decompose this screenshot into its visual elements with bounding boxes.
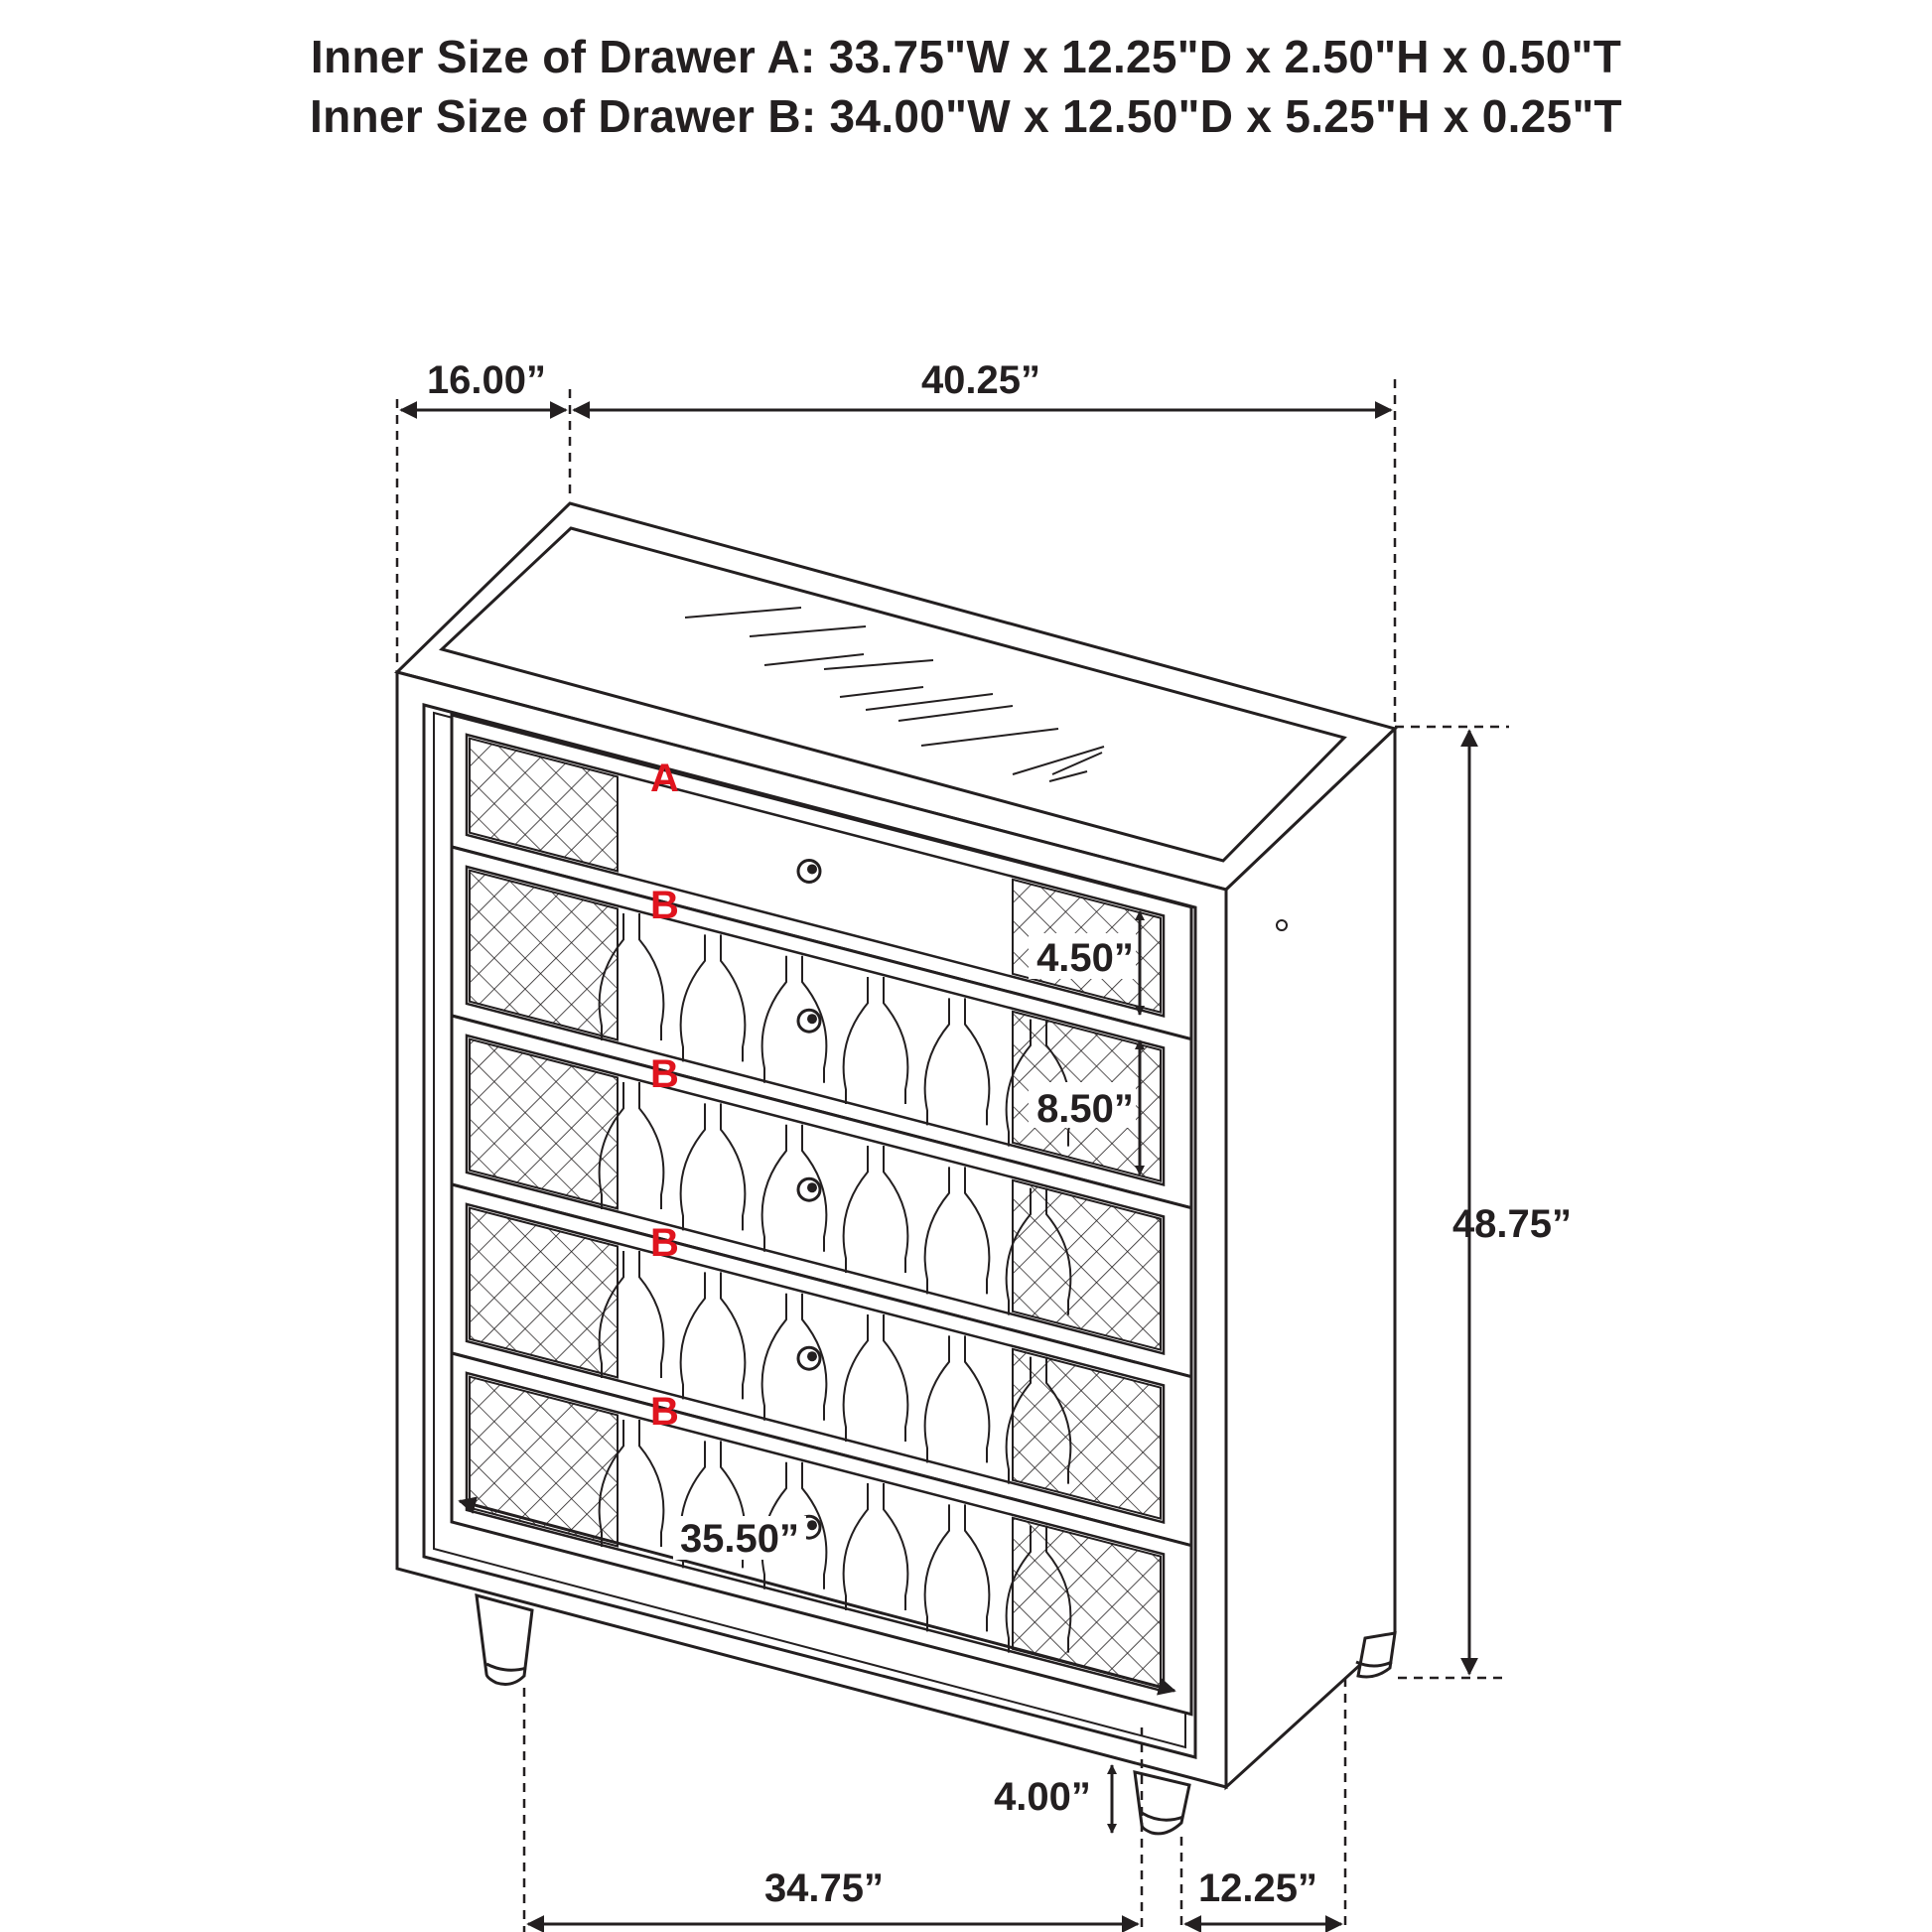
base-depth-label: 12.25” [1198, 1866, 1317, 1910]
lattice-panel-left [469, 1206, 619, 1379]
top-reflection-lines [684, 607, 1105, 782]
side-face [1224, 725, 1397, 1791]
extension-lines [395, 379, 1509, 1932]
glass-pattern [598, 1251, 1072, 1484]
lattice-panel-right [1012, 1178, 1162, 1351]
glass-pattern [598, 913, 1072, 1147]
drawer-inner-frame [465, 733, 1166, 1019]
height-total-label: 48.75” [1452, 1202, 1572, 1246]
knob[interactable] [796, 1176, 822, 1202]
drawer-width-label: 35.50” [680, 1517, 799, 1561]
lattice-panel-left [469, 869, 619, 1041]
back-right-leg [1356, 1631, 1397, 1679]
drawer-a-inner-size: Inner Size of Drawer A: 33.75"W x 12.25"… [310, 31, 1622, 82]
dimension-labels: 16.00” 40.25” 48.75” 4.50” 8.50” 35.50” … [427, 358, 1572, 1910]
front-right-leg-cap [1141, 1811, 1184, 1822]
leg-height-label: 4.00” [994, 1775, 1091, 1819]
knob[interactable] [796, 1345, 822, 1371]
drawer-width-arrow [458, 1496, 1176, 1696]
glass-pattern [598, 1082, 1072, 1315]
drawer-a-height-label: 4.50” [1036, 936, 1134, 980]
width-top-label: 40.25” [921, 358, 1040, 402]
knob[interactable] [796, 1008, 822, 1034]
lattice-panel-left [469, 737, 619, 873]
back-right-leg-cap [1355, 1660, 1393, 1668]
lattice-panel-left [469, 1037, 619, 1210]
drawer-b-inner-size: Inner Size of Drawer B: 34.00"W x 12.50"… [310, 90, 1622, 142]
drawer-letter-label: B [650, 1221, 679, 1265]
drawer-inner-frame [465, 865, 1166, 1187]
drawer-2[interactable]: B [450, 845, 1193, 1210]
base-width-label: 34.75” [764, 1866, 884, 1910]
drawer-inner-frame [465, 1034, 1166, 1356]
knob[interactable] [796, 858, 822, 884]
drawer-letter-label: B [650, 884, 679, 927]
drawer-b-height-label: 8.50” [1036, 1087, 1134, 1131]
top-mirror-panel [439, 526, 1347, 863]
side-hole [1276, 919, 1288, 931]
drawer-letter-label: B [650, 1390, 679, 1434]
drawer-letter-label: A [650, 757, 679, 800]
drawer-letter-label: B [650, 1052, 679, 1096]
depth-top-label: 16.00” [427, 358, 546, 402]
dimension-arrows [399, 401, 1478, 1932]
drawer-3[interactable]: B [450, 1014, 1193, 1379]
